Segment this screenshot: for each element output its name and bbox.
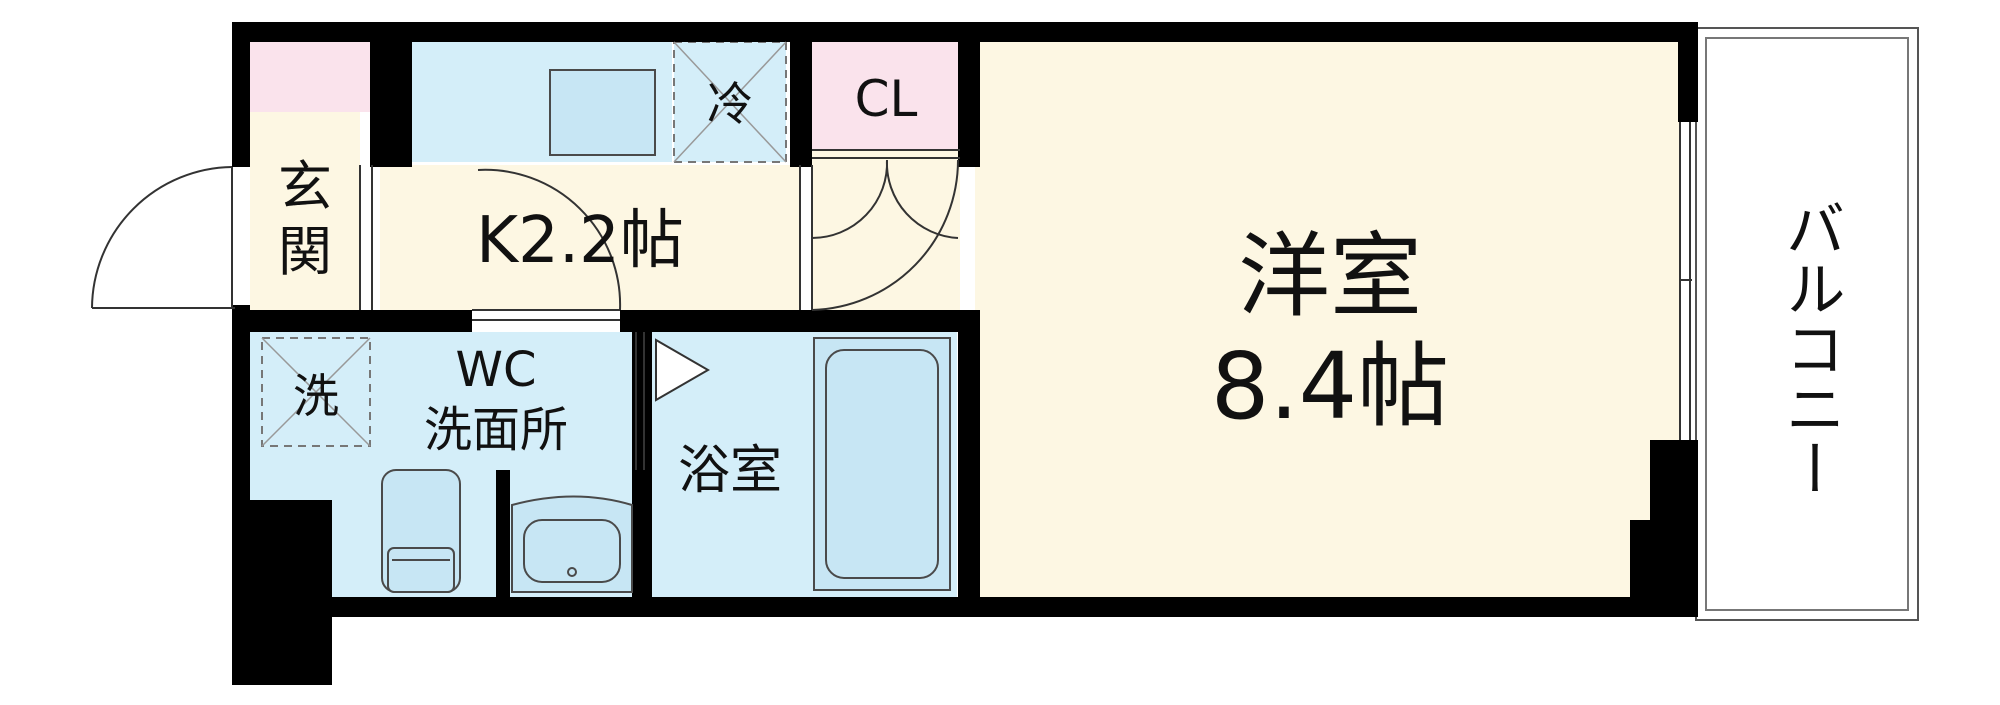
closet-doors xyxy=(811,159,959,311)
kitchen-sink xyxy=(549,69,656,156)
wc-label-1: WC xyxy=(456,342,537,398)
western-room-label-1: 洋室 xyxy=(1238,223,1422,330)
balcony xyxy=(1695,27,1919,621)
kitchen-door-swing xyxy=(477,168,622,311)
kitchen-floor xyxy=(380,165,800,310)
fridge-cross xyxy=(673,41,787,163)
western-room-label-2: 8.4帖 xyxy=(1211,333,1449,440)
genkan-floor xyxy=(250,112,360,310)
fridge-label: 冷 xyxy=(707,77,753,131)
washer-space xyxy=(261,337,371,447)
balcony-label: バルコニー xyxy=(1775,198,1845,498)
toilet xyxy=(381,469,461,593)
entrance-door xyxy=(91,166,235,309)
bath-door xyxy=(655,338,711,402)
bathtub xyxy=(813,337,951,591)
wc-label-2: 洗面所 xyxy=(424,402,568,458)
washer-label: 洗 xyxy=(293,369,339,423)
closet-label: CL xyxy=(855,70,918,128)
western-room-floor xyxy=(975,42,1680,597)
genkan-storage-fill xyxy=(250,42,370,112)
genkan-label-1: 玄 xyxy=(278,155,332,218)
walls xyxy=(232,22,1698,685)
balcony-inner xyxy=(1705,37,1909,611)
genkan-label-2: 関 xyxy=(278,220,332,283)
closet-fill xyxy=(812,42,960,150)
thin-partitions xyxy=(359,122,1692,470)
wash-basin xyxy=(511,495,633,593)
kitchen-label: K2.2帖 xyxy=(476,204,684,278)
bath-label: 浴室 xyxy=(678,441,782,501)
